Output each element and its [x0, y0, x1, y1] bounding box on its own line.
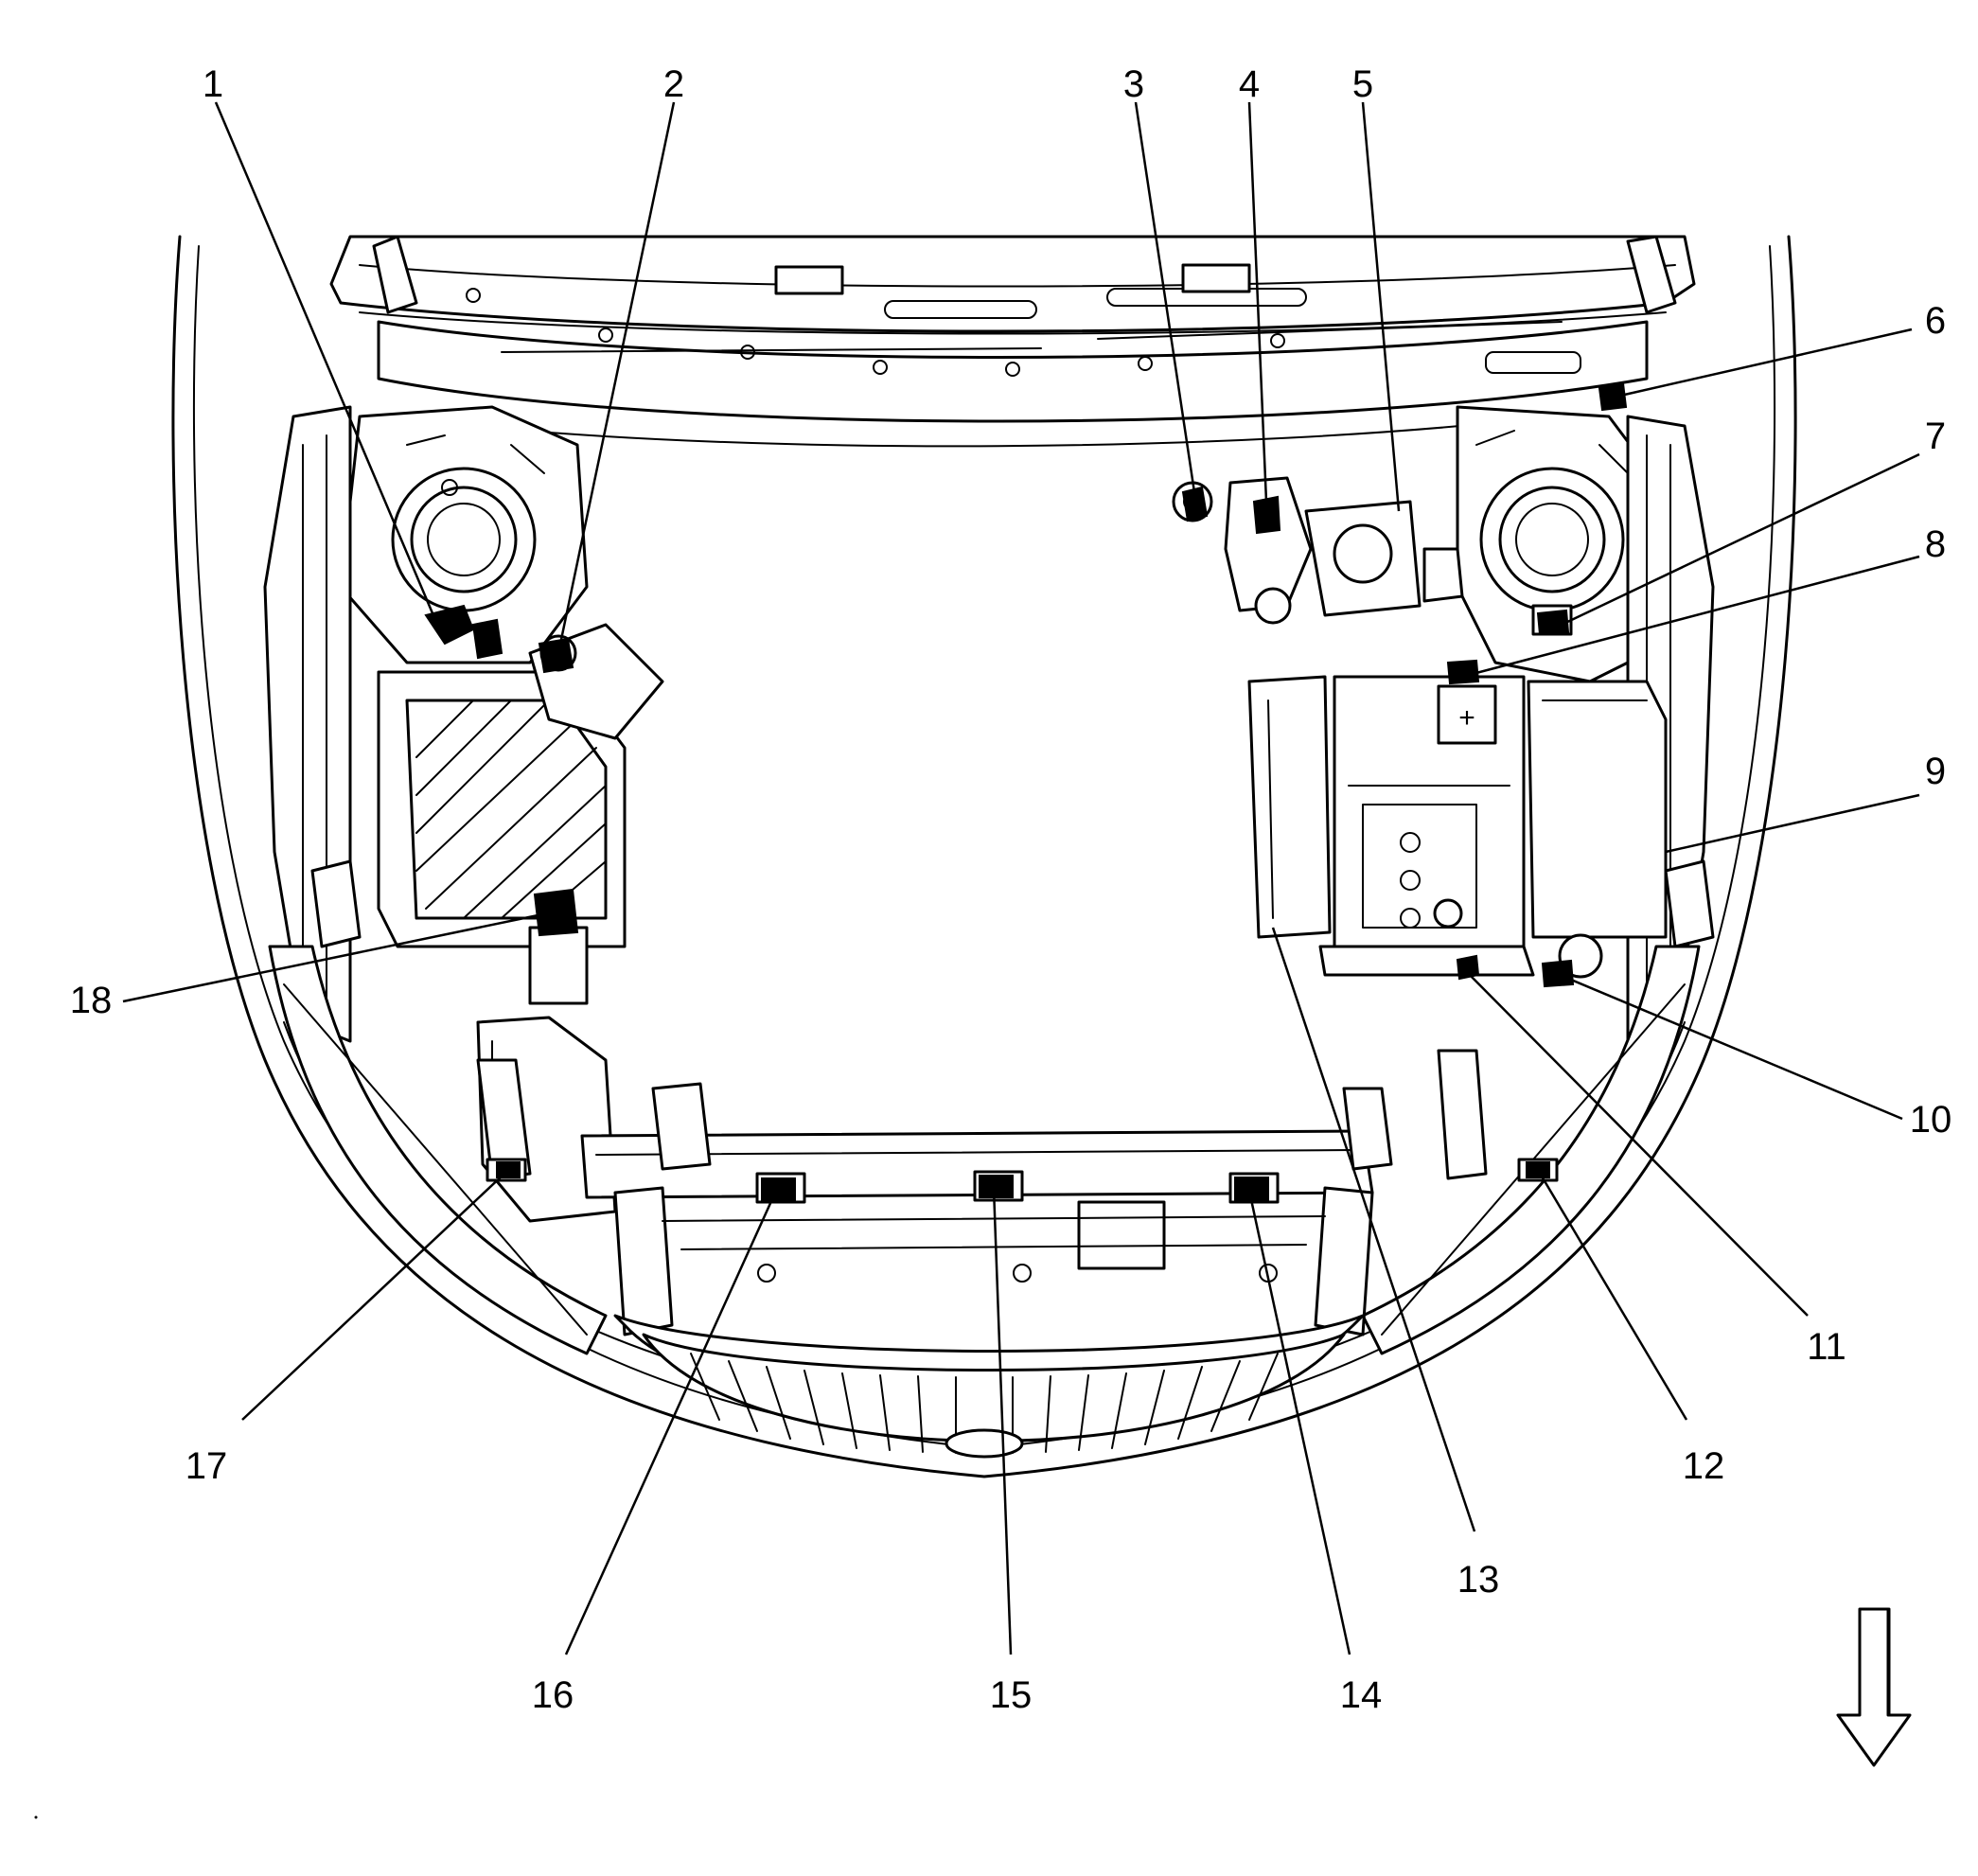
callout-12: 12 — [1683, 1445, 1725, 1487]
callout-3: 3 — [1123, 63, 1144, 105]
callout-6: 6 — [1925, 300, 1946, 342]
callout-17: 17 — [185, 1445, 228, 1487]
right-strut-tower — [1456, 405, 1668, 683]
callout-9: 9 — [1925, 751, 1946, 792]
callout-8: 8 — [1925, 523, 1946, 565]
callout-14: 14 — [1340, 1674, 1383, 1716]
battery-positive-symbol: + — [1458, 702, 1475, 734]
arrow-down-icon — [1836, 1607, 1912, 1767]
component-markers — [424, 381, 1628, 1201]
callout-11: 11 — [1807, 1326, 1846, 1368]
speck — [34, 1815, 38, 1819]
callout-1: 1 — [203, 63, 223, 105]
callout-4: 4 — [1239, 63, 1260, 105]
cowl-panel — [329, 235, 1696, 448]
battery-assembly: + — [1247, 675, 1668, 979]
callout-16: 16 — [532, 1674, 574, 1716]
left-side-structure — [263, 405, 608, 1355]
radiator-support — [580, 1082, 1393, 1336]
air-cleaner-housing — [377, 623, 664, 948]
front-grille — [613, 1314, 1365, 1459]
grille-emblem — [945, 1428, 1024, 1459]
callout-10: 10 — [1910, 1099, 1952, 1141]
callout-2: 2 — [663, 63, 684, 105]
left-strut-tower — [339, 405, 589, 664]
callout-5: 5 — [1352, 63, 1373, 105]
callout-leader-lines — [122, 101, 1920, 1655]
callout-7: 7 — [1925, 416, 1946, 457]
grille-slats — [690, 1353, 1279, 1454]
callout-labels: 1 2 3 4 5 6 7 8 9 10 11 12 13 14 15 16 1… — [70, 63, 1952, 1716]
callout-15: 15 — [990, 1674, 1033, 1716]
callout-13: 13 — [1457, 1559, 1500, 1601]
callout-18: 18 — [70, 980, 113, 1021]
